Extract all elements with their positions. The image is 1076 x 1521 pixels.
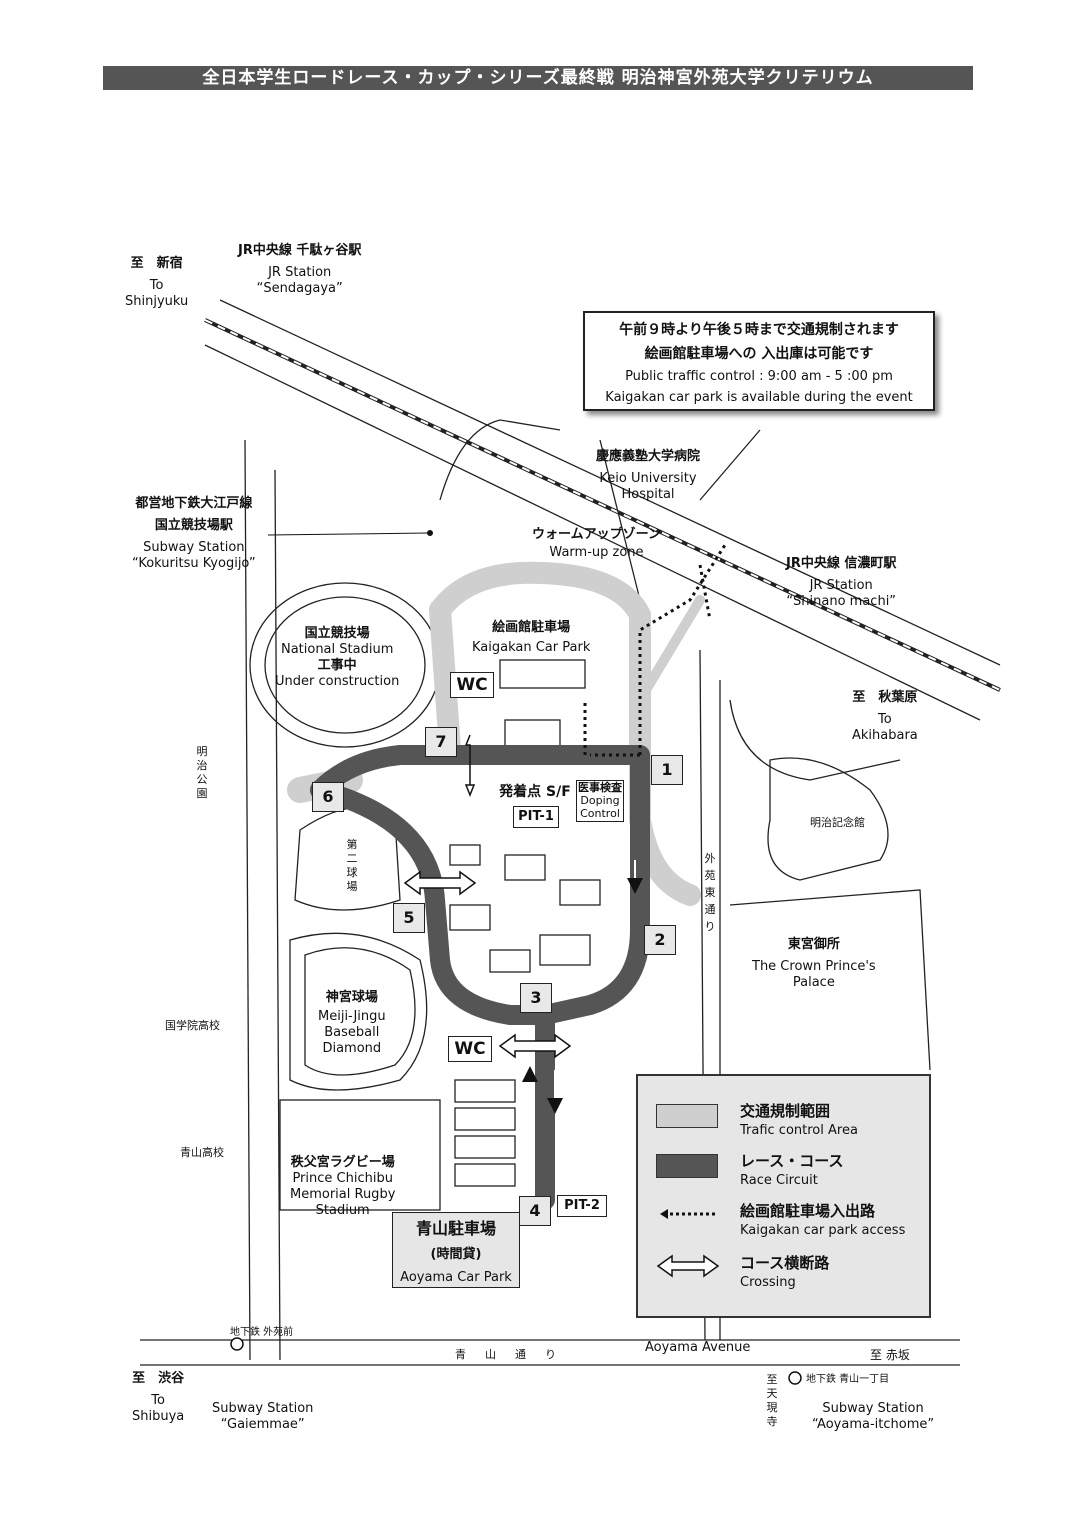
label-keio-hospital: 慶應義塾大学病院 Keio University Hospital [596, 449, 701, 502]
race-circuit [310, 745, 650, 1210]
marker-4: 4 [519, 1196, 551, 1226]
label-meiji-memorial: 明治記念館 [810, 816, 865, 829]
label-national-stadium: 国立競技場 National Stadium 工事中 Under constru… [275, 626, 400, 689]
start-finish-label: 発着点 S/F [499, 784, 571, 800]
wc-jingu: WC [448, 1036, 492, 1062]
label-aoyama1-station: Subway Station “Aoyama-itchome” [812, 1401, 935, 1432]
crown-palace-boundary [729, 889, 931, 1071]
label-warmup-zone: ウォームアップゾーン Warm-up zone [532, 527, 661, 560]
legend-race-swatch [656, 1154, 718, 1178]
pit-1: PIT-1 [513, 806, 559, 828]
label-akihabara: 至 秋葉原 To Akihabara [852, 690, 918, 743]
marker-5: 5 [393, 903, 425, 933]
label-tenkenji: 至 天現寺 [766, 1373, 778, 1428]
jingu-stadium [289, 932, 428, 1091]
label-rugby-stadium: 秩父宮ラグビー場 Prince Chichibu Memorial Rugby … [290, 1155, 396, 1218]
road-outline [274, 469, 281, 1361]
marker-3: 3 [520, 983, 552, 1013]
parking-grid [454, 1079, 516, 1187]
pit-2: PIT-2 [557, 1195, 607, 1217]
label-sendagaya: JR中央線 千駄ヶ谷駅 JR Station “Sendagaya” [238, 243, 362, 296]
label-kaigakan-car-park: 絵画館駐車場 Kaigakan Car Park [472, 620, 591, 655]
legend-traffic-swatch [656, 1104, 718, 1128]
marker-6: 6 [312, 782, 344, 812]
marker-1: 1 [651, 755, 683, 785]
label-gaien-street: 外苑東通り [704, 852, 716, 933]
page-header: 全日本学生ロードレース・カップ・シリーズ最終戦 明治神宮外苑大学クリテリウム [103, 66, 973, 90]
label-gaiemmae-station: Subway Station “Gaiemmae” [212, 1401, 314, 1432]
label-akasaka: 至 赤坂 [870, 1348, 910, 1362]
label-shibuya: 至 渋谷 To Shibuya [132, 1371, 185, 1424]
legend-access-icon [660, 1209, 718, 1219]
notice-line4: Kaigakan car park is available during th… [605, 390, 913, 405]
label-gaiemmae-small: 地下鉄 外苑前 [230, 1327, 294, 1338]
label-kokuritsu-station: 都営地下鉄大江戸線 国立競技場駅 Subway Station “Kokurit… [132, 496, 256, 571]
kokuritsu-station-dot [427, 530, 433, 536]
label-jingu-stadium: 神宮球場 Meiji-Jingu Baseball Diamond [318, 990, 386, 1056]
expressway [204, 344, 981, 721]
notice-line1: 午前９時より午後５時まで交通規制されます [619, 322, 899, 338]
doping-control: 医事検査 Doping Control [576, 780, 624, 822]
aoyama1-subway-icon [788, 1371, 802, 1385]
kaigakan-building [499, 659, 586, 689]
marker-2: 2 [644, 925, 676, 955]
notice-line2: 絵画館駐車場への 入出庫は可能です [644, 346, 874, 362]
label-kokugakuin: 国学院高校 [165, 1019, 220, 1032]
label-meiji-park: 明治公園 [196, 745, 208, 800]
kaigakan-access-path [583, 544, 727, 757]
label-second-ballpark: 第二球場 [346, 838, 358, 893]
wc-kaigakan: WC [450, 672, 494, 698]
label-aoyama-avenue-jp: 青 山 通 り [455, 1348, 560, 1361]
gaiemmae-subway-icon [230, 1337, 244, 1351]
label-shinjuku: 至 新宿 To Shinjyuku [125, 256, 189, 309]
notice-line3: Public traffic control : 9:00 am - 5 :00… [625, 369, 893, 384]
legend-crossing-icon [656, 1254, 720, 1278]
crossings [403, 734, 572, 1059]
aoyama-car-park: 青山駐車場 (時間貸) Aoyama Car Park [392, 1212, 520, 1288]
marker-7: 7 [425, 727, 457, 757]
rugby-field [279, 1099, 441, 1211]
label-aoyama-hs: 青山高校 [180, 1146, 224, 1159]
label-shinanomachi: JR中央線 信濃町駅 JR Station “Shinano machi” [786, 556, 897, 609]
traffic-notice-box: 午前９時より午後５時まで交通規制されます 絵画館駐車場への 入出庫は可能です P… [583, 311, 935, 411]
label-aoyama1-small: 地下鉄 青山一丁目 [806, 1374, 890, 1385]
label-aoyama-avenue-en: Aoyama Avenue [645, 1340, 751, 1355]
label-crown-palace: 東宮御所 The Crown Prince's Palace [752, 937, 876, 990]
